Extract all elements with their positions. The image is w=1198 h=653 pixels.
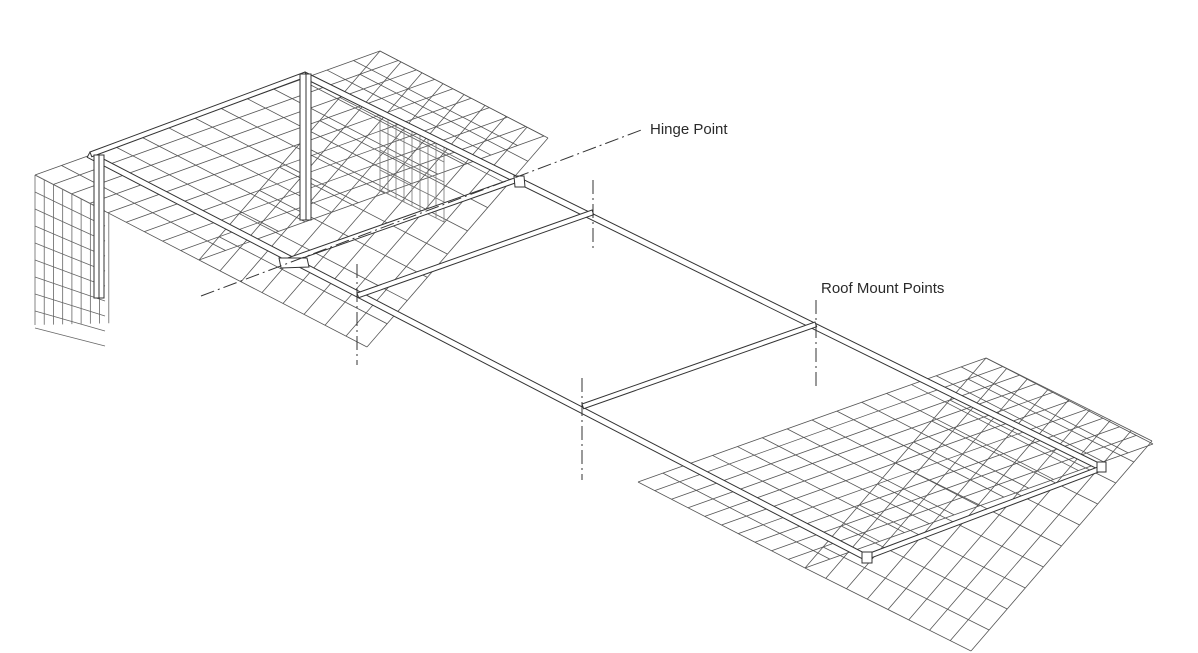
- left-panel-grid-line: [141, 137, 305, 222]
- roof-mount-points-label: Roof Mount Points: [821, 280, 945, 297]
- side-panel-grid-line: [35, 328, 105, 346]
- hinge-block-left: [279, 258, 309, 268]
- right-panel-grid-line: [950, 400, 1116, 483]
- vertical-support-posts: [94, 74, 311, 298]
- right-panel-grid-line: [877, 484, 1043, 567]
- hinge-axis-line: [201, 129, 644, 296]
- right-solar-panel-grid: [638, 358, 1153, 651]
- left-long-rail: [87, 152, 870, 561]
- side-panel-grid-line: [35, 243, 105, 271]
- right-panel-grid-line: [859, 505, 1025, 588]
- side-panel-grid-line: [35, 260, 105, 286]
- right-panel-grid-line: [841, 526, 1007, 609]
- side-panel-grid-line: [35, 294, 105, 316]
- side-panel-grid-line: [35, 226, 105, 256]
- left-panel-grid-line: [219, 237, 387, 324]
- mid-cross-member-2: [582, 322, 817, 409]
- right-panel-grid-line: [932, 421, 1098, 504]
- side-panel-grid-line: [35, 192, 105, 226]
- back-panel-grid-line: [380, 170, 444, 202]
- end-block-left: [862, 552, 872, 563]
- back-panel-grid-line: [380, 150, 444, 182]
- left-panel-grid-line: [247, 99, 411, 184]
- back-panel-grid-line: [380, 190, 444, 222]
- left-panel-grid-line: [340, 97, 508, 184]
- left-panel-grid-line: [199, 260, 367, 347]
- mount-centerlines: [357, 180, 816, 480]
- bottom-cross-member: [862, 465, 1105, 561]
- left-panel-grid-line: [353, 61, 517, 146]
- right-panel-grid-line: [914, 442, 1080, 525]
- side-panel-grid-line: [35, 277, 105, 301]
- right-panel-grid-line: [896, 463, 1062, 546]
- side-panel-grid-line: [35, 311, 105, 331]
- end-block-right: [1097, 462, 1106, 472]
- right-panel-grid-line: [968, 379, 1134, 462]
- right-panel-grid-line: [805, 568, 971, 651]
- left-panel-grid-line: [62, 165, 226, 250]
- side-panel-grid-line: [35, 175, 105, 211]
- left-panel-grid-line: [115, 146, 279, 231]
- left-panel-grid-line: [300, 80, 464, 165]
- right-panel-grid-line: [823, 547, 989, 630]
- top-cross-member: [90, 72, 307, 157]
- right-panel-grid-line: [986, 358, 1152, 441]
- left-panel-grid-line: [259, 190, 427, 277]
- support-frame: [87, 72, 1106, 563]
- left-panel-grid-line: [194, 118, 358, 203]
- mid-cross-member-1: [357, 210, 594, 298]
- side-panel-grid-line: [35, 209, 105, 241]
- hinge-point-label: Hinge Point: [650, 121, 728, 138]
- left-panel-grid-line: [300, 144, 468, 231]
- left-panel-grid-line: [327, 70, 491, 155]
- back-panel-grid-line: [380, 130, 444, 162]
- left-panel-grid-line: [380, 51, 548, 138]
- left-panel-grid-line: [360, 74, 528, 161]
- left-solar-panel-grid: [35, 51, 548, 347]
